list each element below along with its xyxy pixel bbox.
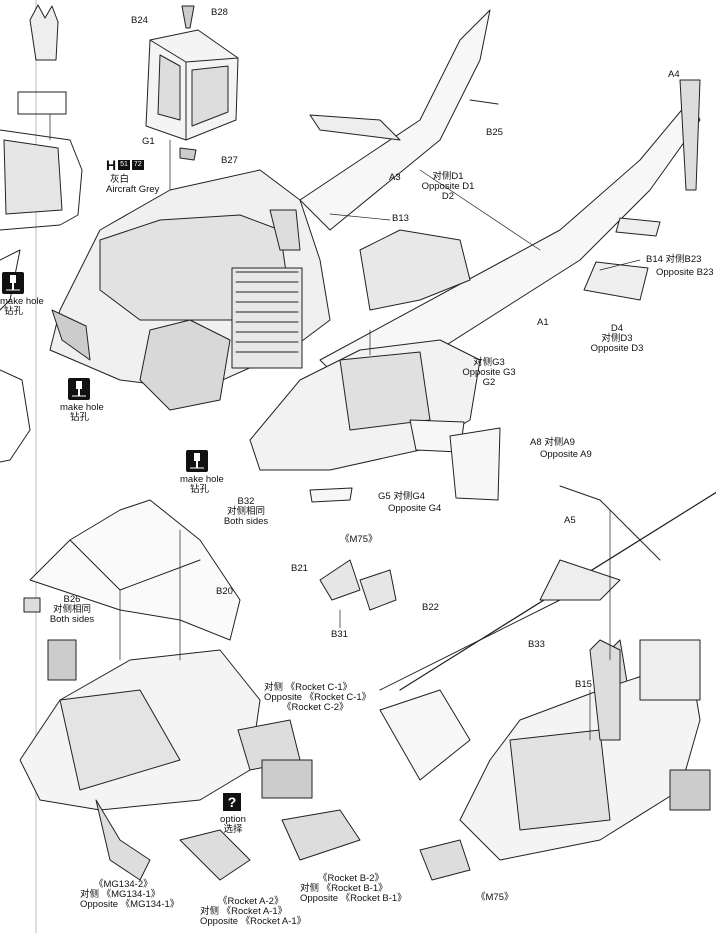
part-label-b15: B15 bbox=[575, 679, 592, 690]
part-label-g1: G1 bbox=[142, 136, 155, 147]
part-label-rocket-c: 对侧 《Rocket C-1》Opposite 《Rocket C-1》《Roc… bbox=[264, 682, 372, 713]
part-label-a3: A3 bbox=[389, 172, 401, 183]
color-header: H 51 72 bbox=[106, 157, 144, 173]
part-label-rocket-a: 《Rocket A-2》对侧 《Rocket A-1》Opposite 《Roc… bbox=[200, 896, 307, 927]
part-label-b14-b23: B14 对侧B23 bbox=[646, 254, 702, 265]
part-label-a4: A4 bbox=[668, 69, 680, 80]
option-icon: ? bbox=[223, 793, 241, 811]
tail-boom-a3 bbox=[299, 9, 499, 231]
leader-lines bbox=[49, 113, 641, 741]
drill-note-2-en: make hole bbox=[60, 402, 104, 413]
fuselage-interior bbox=[49, 169, 331, 411]
left-engine-part bbox=[0, 4, 83, 463]
part-label-b23-en: Opposite B23 bbox=[656, 267, 714, 278]
drill-icon bbox=[68, 378, 90, 400]
lower-right-helicopter bbox=[379, 639, 711, 881]
part-label-b33: B33 bbox=[528, 639, 545, 650]
part-label-b28: B28 bbox=[211, 7, 228, 18]
part-label-m75-top: 《M75》 bbox=[340, 534, 378, 545]
drill-note-2-cn: 钻孔 bbox=[70, 412, 90, 423]
part-label-mg134: 《MG134-2》对侧 《MG134-1》Opposite 《MG134-1》 bbox=[80, 879, 180, 910]
part-label-b31: B31 bbox=[331, 629, 348, 640]
paint-code-a: 51 bbox=[118, 160, 130, 170]
paint-code-b: 72 bbox=[131, 160, 144, 170]
drill-note-1-cn: 钻孔 bbox=[4, 306, 24, 317]
cabin-section bbox=[249, 229, 501, 503]
option-label-cn: 选择 bbox=[223, 824, 243, 835]
windshield-b24 bbox=[145, 5, 239, 161]
drill-note-3-cn: 钻孔 bbox=[190, 484, 210, 495]
part-label-a1: A1 bbox=[537, 317, 549, 328]
part-label-a8-a9: A8 对侧A9 bbox=[530, 437, 575, 448]
part-label-b21: B21 bbox=[291, 563, 308, 574]
lower-left-helicopter bbox=[19, 639, 361, 881]
drill-icon bbox=[2, 272, 24, 294]
part-label-rocket-b: 《Rocket B-2》对侧 《Rocket B-1》Opposite 《Roc… bbox=[300, 873, 407, 904]
color-name-cn: 灰白 bbox=[110, 174, 130, 185]
m75-parts bbox=[319, 559, 397, 611]
step-letter: H bbox=[106, 157, 117, 173]
part-label-b25: B25 bbox=[486, 127, 503, 138]
part-label-b13: B13 bbox=[392, 213, 409, 224]
part-label-b22: B22 bbox=[422, 602, 439, 613]
drill-note-3-en: make hole bbox=[180, 474, 224, 485]
part-label-b20: B20 bbox=[216, 586, 233, 597]
part-label-b24: B24 bbox=[131, 15, 148, 26]
drill-icon bbox=[186, 450, 208, 472]
part-label-m75-bottom: 《M75》 bbox=[476, 892, 514, 903]
part-label-g5-g4: G5 对侧G4 bbox=[378, 491, 426, 502]
part-label-a9-en: Opposite A9 bbox=[540, 449, 592, 460]
part-label-a5: A5 bbox=[564, 515, 576, 526]
part-label-b27: B27 bbox=[221, 155, 238, 166]
part-label-g4-en: Opposite G4 bbox=[388, 503, 442, 514]
drill-note-1-en: make hole bbox=[0, 296, 44, 307]
option-label-en: option bbox=[220, 814, 246, 825]
color-name-en: Aircraft Grey bbox=[106, 184, 160, 195]
